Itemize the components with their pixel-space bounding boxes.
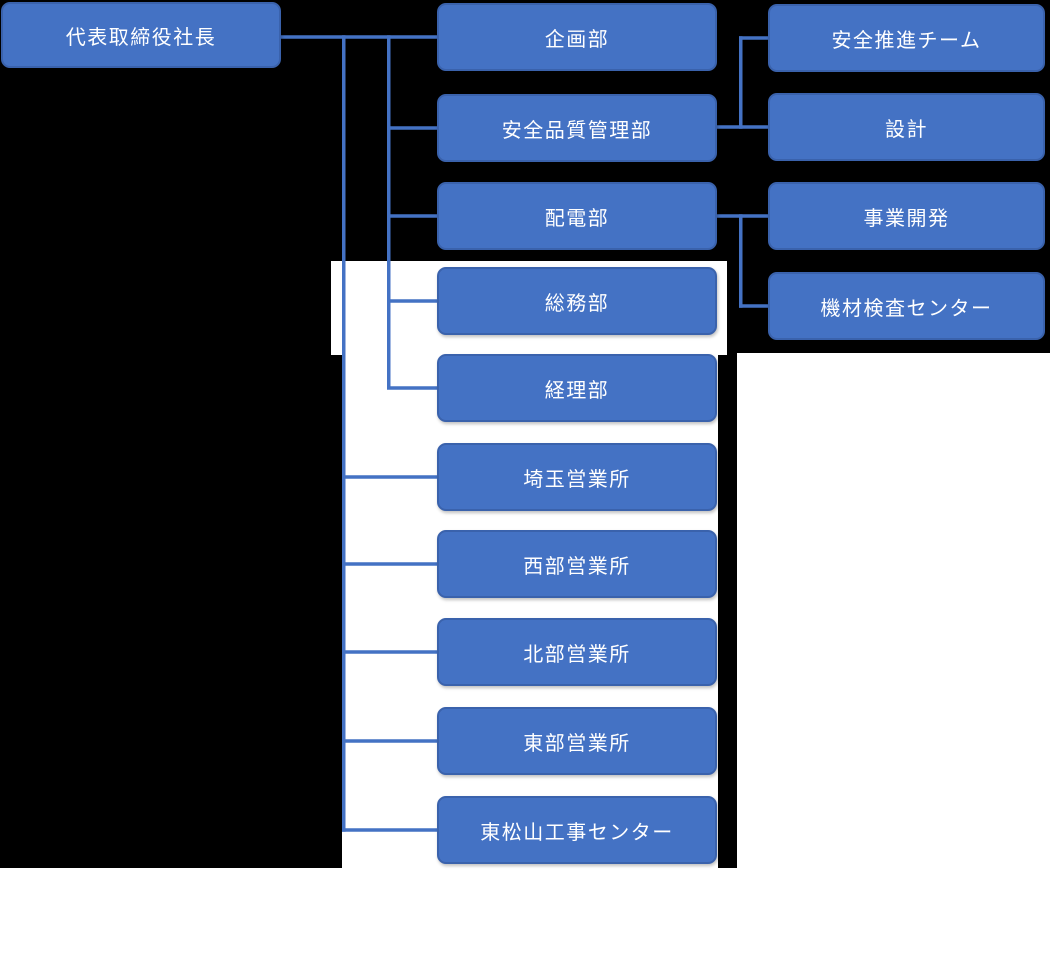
org-node-department-label: 西部営業所 [523, 555, 631, 578]
connector-line [739, 36, 743, 129]
org-node-department: 東松山工事センター [437, 796, 717, 864]
org-node-department: 総務部 [437, 267, 717, 335]
connector-line [342, 475, 437, 479]
org-node-department-label: 経理部 [544, 379, 610, 402]
org-node-department-label: 東松山工事センター [480, 821, 674, 844]
org-node-department: 配電部 [437, 182, 717, 250]
connector-line [342, 650, 437, 654]
connector-line [281, 35, 437, 39]
connector-line [739, 36, 768, 40]
org-node-department-label: 東部営業所 [523, 732, 631, 755]
connector-line [387, 299, 437, 303]
org-node-department: 安全品質管理部 [437, 94, 717, 162]
org-node-sub-unit-label: 設計 [885, 118, 928, 141]
org-node-department-label: 企画部 [544, 28, 610, 51]
org-node-department: 埼玉営業所 [437, 443, 717, 511]
white-panel [342, 355, 718, 868]
org-node-sub-unit-label: 安全推進チーム [831, 29, 982, 52]
white-panel [737, 353, 1050, 961]
connector-line [342, 828, 437, 832]
connector-line [342, 562, 437, 566]
org-node-sub-unit: 機材検査センター [768, 272, 1045, 340]
connector-line [387, 214, 437, 218]
org-node-department-label: 埼玉営業所 [523, 468, 631, 491]
connector-line [342, 739, 437, 743]
org-node-department: 北部営業所 [437, 618, 717, 686]
org-node-department-label: 配電部 [544, 207, 610, 230]
connector-line [387, 386, 437, 390]
org-node-sub-unit-label: 事業開発 [863, 207, 950, 230]
org-node-sub-unit-label: 機材検査センター [820, 297, 993, 320]
org-node-department: 企画部 [437, 3, 717, 71]
org-node-root: 代表取締役社長 [1, 2, 281, 68]
org-node-department: 西部営業所 [437, 530, 717, 598]
connector-line [387, 35, 391, 390]
org-node-sub-unit: 安全推進チーム [768, 4, 1045, 72]
org-node-sub-unit: 事業開発 [768, 182, 1045, 250]
org-node-root-label: 代表取締役社長 [65, 26, 217, 49]
connector-line [739, 214, 743, 308]
org-node-department-label: 安全品質管理部 [501, 119, 653, 142]
connector-line [387, 126, 437, 130]
white-panel [0, 868, 1050, 961]
org-node-department-label: 北部営業所 [523, 643, 631, 666]
org-node-department: 東部営業所 [437, 707, 717, 775]
org-node-department-label: 総務部 [544, 292, 610, 315]
org-node-sub-unit: 設計 [768, 93, 1045, 161]
org-node-department: 経理部 [437, 354, 717, 422]
connector-line [739, 304, 768, 308]
connector-line [342, 35, 346, 832]
